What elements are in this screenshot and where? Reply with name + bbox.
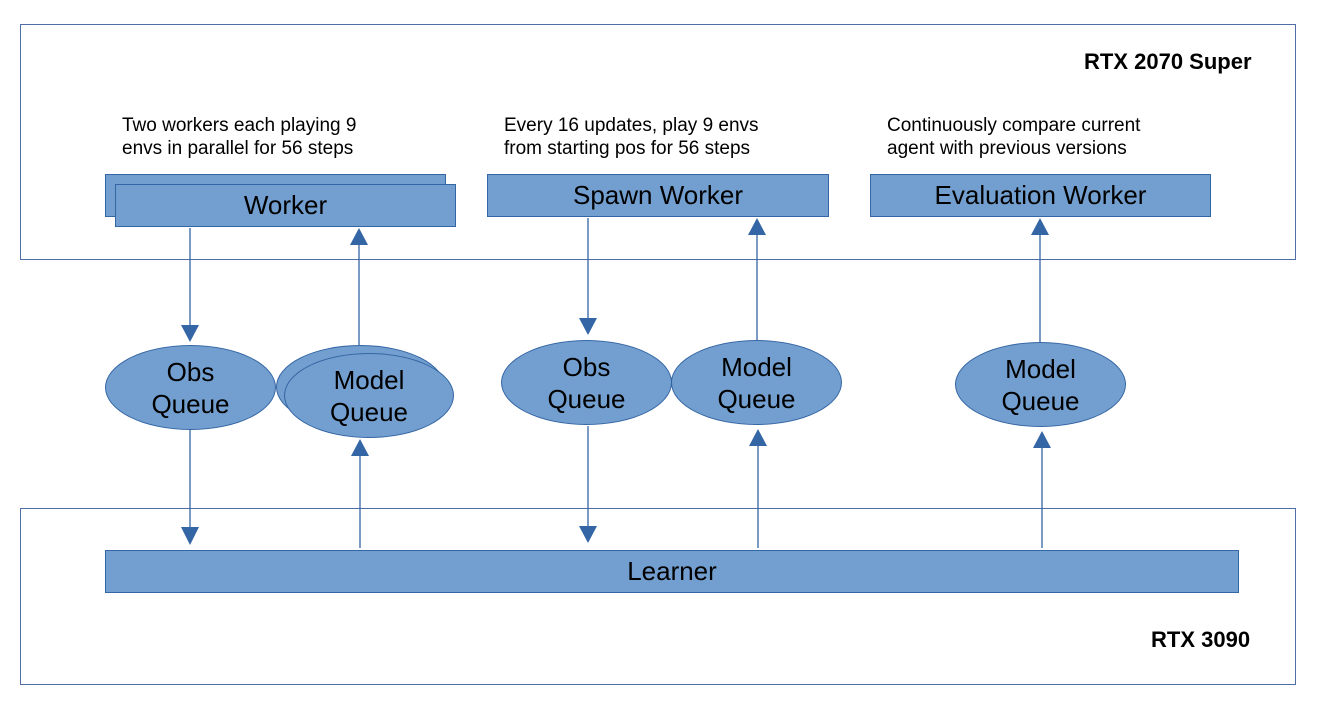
eval-caption-line-1: Continuously compare current <box>887 115 1141 136</box>
spawn-caption: Every 16 updates, play 9 envs from start… <box>504 114 759 160</box>
worker-box: Worker <box>115 184 456 227</box>
evaluation-worker-box: Evaluation Worker <box>870 174 1211 217</box>
arrowhead-obs-queue-1-to-learner <box>181 527 199 545</box>
obs-queue-1-line-2: Queue <box>151 388 230 419</box>
worker-caption-line-2: envs in parallel for 56 steps <box>122 138 354 159</box>
worker-caption: Two workers each playing 9 envs in paral… <box>122 114 356 160</box>
arrowhead-obs-queue-2-to-learner <box>579 526 597 543</box>
model-queue-1-line-2: Queue <box>329 396 409 427</box>
obs-queue-2-line-2: Queue <box>547 383 626 414</box>
rtx-2070-label: RTX 2070 Super <box>1084 49 1252 74</box>
rtx-2070-region <box>20 24 1296 260</box>
arrowhead-model-queue-1-to-worker <box>350 228 368 245</box>
eval-caption-line-2: agent with previous versions <box>887 138 1127 159</box>
learner-box: Learner <box>105 550 1239 593</box>
obs-queue-2-line-1: Obs <box>562 351 611 382</box>
model-queue-3-line-1: Model <box>1005 353 1076 384</box>
model-queue-2-line-2: Queue <box>717 383 796 414</box>
spawn-caption-line-2: from starting pos for 56 steps <box>504 138 751 159</box>
rtx-3090-region <box>20 508 1296 685</box>
eval-caption: Continuously compare current agent with … <box>887 114 1140 160</box>
obs-queue-1-line-1: Obs <box>166 356 215 387</box>
model-queue-3-line-2: Queue <box>1001 385 1080 416</box>
arrowhead-model-queue-3-to-eval <box>1031 218 1049 235</box>
arrowhead-learner-to-model-queue-3 <box>1033 431 1051 448</box>
arrowhead-spawn-to-obs-queue-2 <box>579 318 597 335</box>
spawn-worker-box: Spawn Worker <box>487 174 829 217</box>
rtx-3090-label: RTX 3090 <box>1151 627 1251 652</box>
arrowhead-learner-to-model-queue-1 <box>351 439 369 456</box>
worker-caption-line-1: Two workers each playing 9 <box>122 115 357 136</box>
arrowhead-model-queue-2-to-spawn <box>748 218 766 235</box>
model-queue-2-line-1: Model <box>721 351 792 382</box>
arrowhead-worker-to-obs-queue-1 <box>181 325 199 342</box>
spawn-caption-line-1: Every 16 updates, play 9 envs <box>504 115 759 136</box>
arrowhead-learner-to-model-queue-2 <box>749 429 767 446</box>
model-queue-1-line-1: Model <box>333 364 405 395</box>
